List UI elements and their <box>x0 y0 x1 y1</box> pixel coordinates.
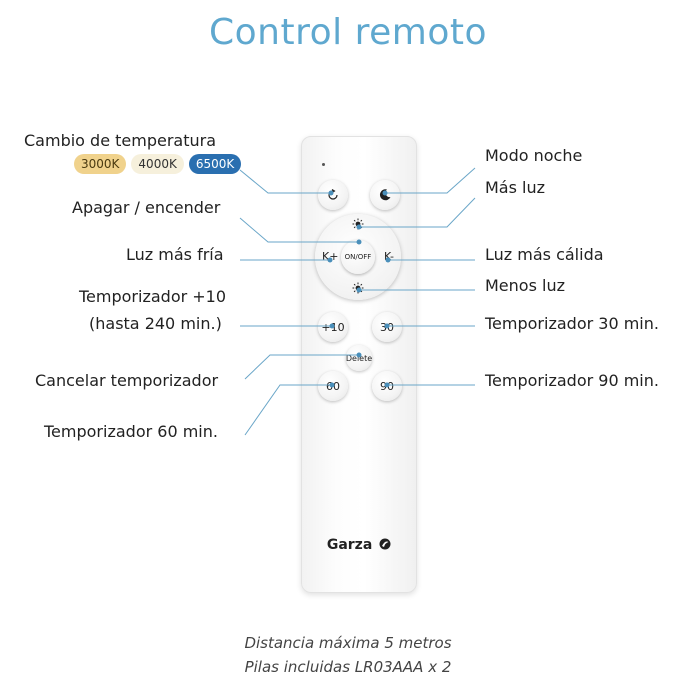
label-luz-mas-calida: Luz más cálida <box>485 245 604 264</box>
warmer-light-button[interactable]: K- <box>384 250 395 263</box>
brightness-up-button[interactable] <box>352 218 364 233</box>
footer-range: Distancia máxima 5 metros <box>244 634 452 652</box>
label-cambio-temperatura: Cambio de temperatura <box>24 131 217 150</box>
color-temperature-button[interactable] <box>318 180 348 210</box>
footer-batteries: Pilas incluidas LR03AAA x 2 <box>244 658 452 676</box>
page-title: Control remoto <box>209 12 487 53</box>
label-cancelar-temporizador: Cancelar temporizador <box>35 371 219 390</box>
dpad: K+ ON/OFF K- <box>315 214 401 300</box>
label-temporizador-60: Temporizador 60 min. <box>44 422 218 441</box>
sun-icon <box>352 218 364 230</box>
chip-3000k: 3000K <box>74 154 127 174</box>
brand-name: Garza <box>326 537 373 553</box>
label-mas-luz: Más luz <box>485 178 546 197</box>
label-apagar-encender: Apagar / encender <box>72 198 221 217</box>
power-button[interactable]: ON/OFF <box>341 240 375 274</box>
label-luz-mas-fria: Luz más fría <box>126 245 224 264</box>
temperature-chips: 3000K 4000K 6500K <box>74 154 242 174</box>
brand-logo: Garza <box>302 537 416 553</box>
delete-timer-button[interactable]: Delete <box>346 345 372 371</box>
label-temporizador-10-note: (hasta 240 min.) <box>89 314 222 333</box>
label-modo-noche: Modo noche <box>485 146 583 165</box>
label-menos-luz: Menos luz <box>485 276 565 295</box>
chip-6500k: 6500K <box>188 154 242 174</box>
label-temporizador-90: Temporizador 90 min. <box>485 371 659 390</box>
garza-logo-icon <box>379 538 391 550</box>
label-temporizador-30: Temporizador 30 min. <box>485 314 659 333</box>
label-temporizador-10: Temporizador +10 <box>79 287 227 306</box>
chip-4000k: 4000K <box>131 154 184 174</box>
remote-control: K+ ON/OFF K- +10 30 Delete 60 90 Garza <box>301 136 417 593</box>
indicator-led <box>322 163 325 166</box>
